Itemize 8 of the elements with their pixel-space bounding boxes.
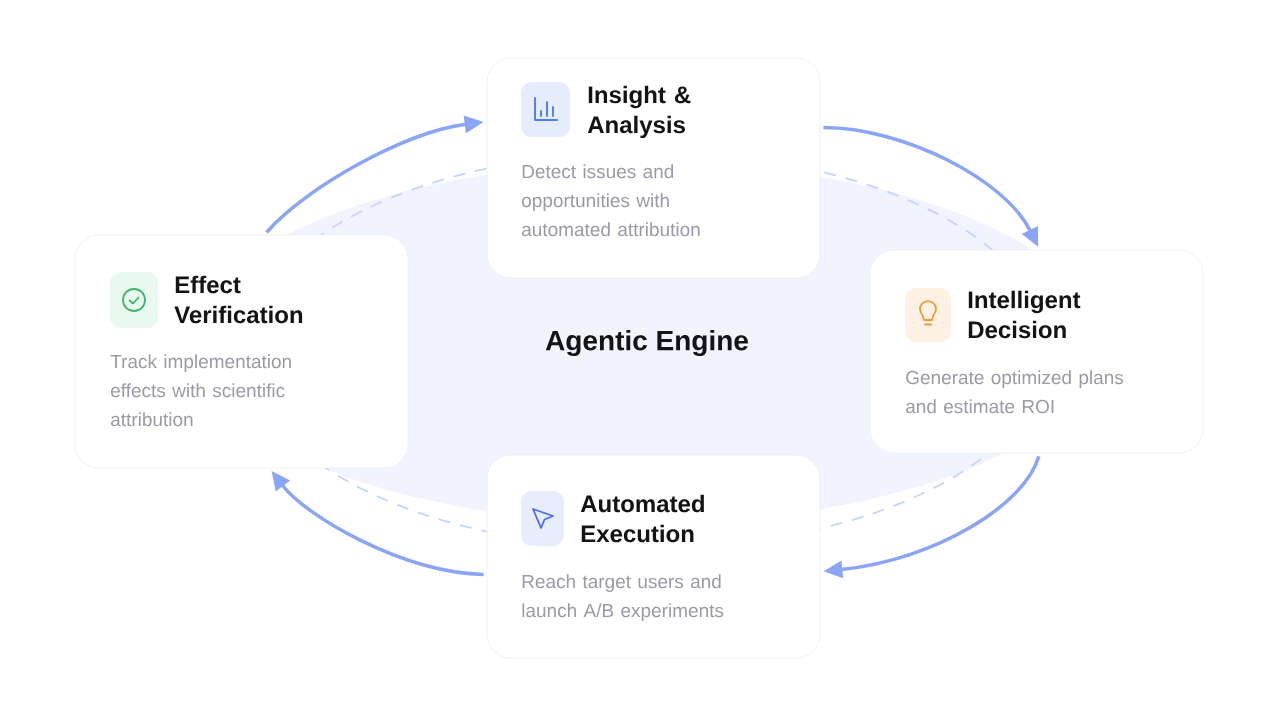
card [486, 57, 821, 279]
card-title: Insight & Analysis [587, 85, 691, 139]
card-description: Reach target users and launch A/B experiments [522, 574, 724, 621]
card-description: Detect issues and opportunities with automated attribution [522, 164, 700, 237]
card [486, 454, 821, 659]
card [74, 234, 409, 469]
card-title: Intelligent Decision [968, 290, 1081, 339]
card [869, 249, 1204, 454]
